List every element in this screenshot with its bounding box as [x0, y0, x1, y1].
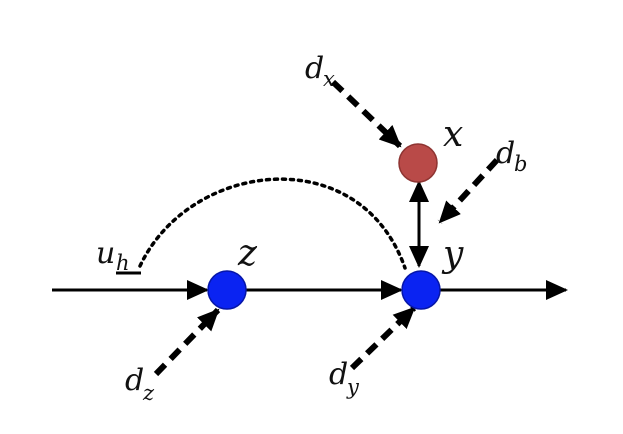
edge-dx-to-x — [330, 79, 403, 149]
label-dy-base: d — [329, 357, 348, 392]
label-db-base: d — [496, 136, 515, 171]
label-db-sub: b — [514, 152, 527, 176]
label-dz: d z — [125, 363, 155, 405]
label-dx-base: d — [305, 51, 324, 86]
label-dx-sub: x — [323, 67, 335, 91]
label-uh-sub: h — [116, 251, 130, 275]
label-db: d b — [496, 136, 527, 176]
edge-db-to-bidir — [437, 157, 500, 225]
label-dy: d y — [329, 357, 360, 399]
label-dy-sub: y — [346, 375, 360, 399]
node-z-label: z — [237, 233, 258, 274]
edge-dz-to-z — [153, 307, 221, 377]
label-uh-base: u — [96, 236, 115, 271]
label-dz-sub: z — [142, 381, 155, 405]
disturbance-edges — [153, 79, 500, 377]
label-uh: u h — [96, 236, 130, 275]
node-y-label: y — [441, 234, 464, 275]
label-dx: d x — [305, 51, 335, 91]
node-x — [398, 143, 438, 183]
edge-dy-to-y — [349, 305, 417, 371]
node-x-label: x — [443, 114, 463, 155]
confounding-arc — [138, 177, 407, 270]
label-dz-base: d — [125, 363, 144, 398]
node-y — [401, 270, 441, 310]
nodes — [207, 143, 441, 310]
node-z — [207, 270, 247, 310]
